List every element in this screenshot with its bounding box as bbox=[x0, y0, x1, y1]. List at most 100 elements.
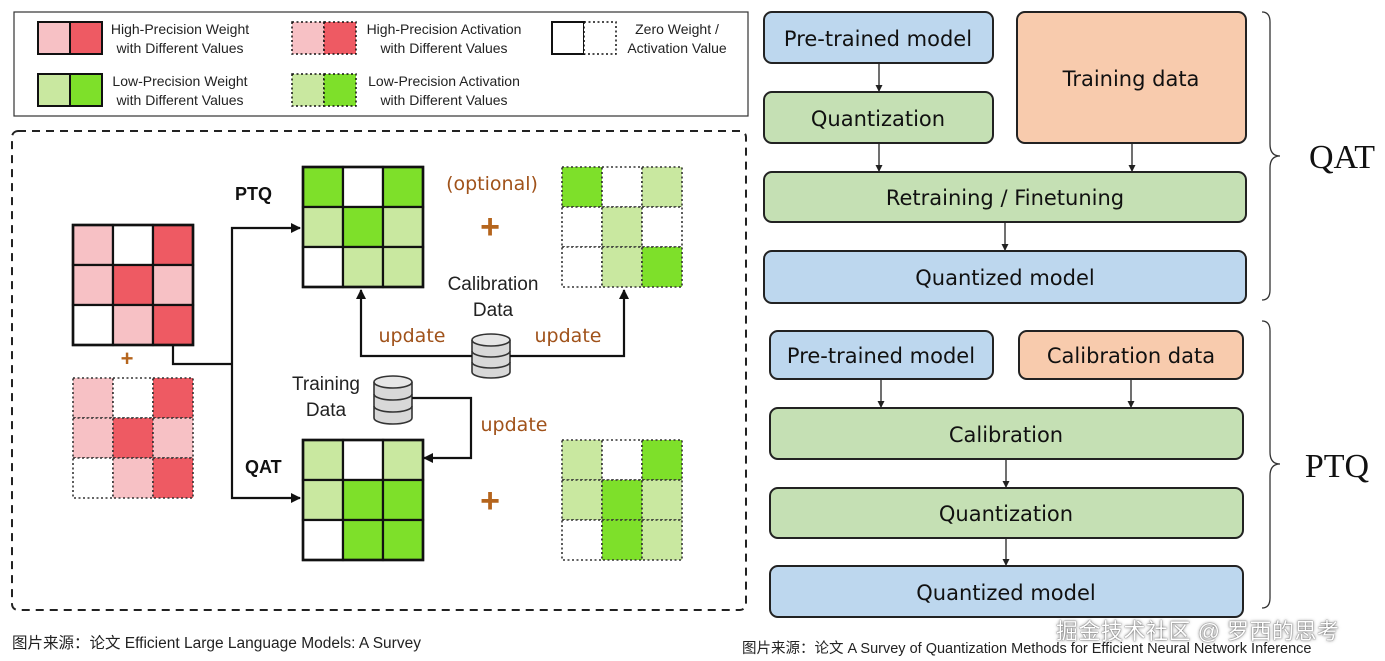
arrow-to-qat bbox=[230, 364, 301, 503]
legend-label-line1: Low-Precision Weight bbox=[112, 73, 247, 89]
matrix-cell bbox=[72, 377, 114, 419]
matrix-cell bbox=[152, 377, 194, 419]
matrix-cell bbox=[301, 478, 345, 522]
ptq-pretrained-box bbox=[769, 330, 994, 380]
update-label-ptq-weight: update bbox=[379, 325, 446, 347]
arrow-update-ptq-weight bbox=[356, 289, 472, 358]
matrix-cell bbox=[151, 263, 195, 307]
legend-swatch bbox=[37, 73, 71, 107]
matrix-border bbox=[301, 438, 425, 562]
matrix-cell bbox=[152, 457, 194, 499]
legend-label-line1: Zero Weight / bbox=[635, 21, 719, 37]
ptq-weight-matrix bbox=[301, 165, 425, 289]
training-data-label-1: Training bbox=[292, 374, 360, 395]
matrix-cell bbox=[341, 165, 385, 209]
qat-label: QAT bbox=[245, 457, 282, 477]
matrix-cell bbox=[641, 246, 683, 288]
matrices bbox=[71, 165, 683, 562]
matrix-cell bbox=[301, 165, 345, 209]
qat-brace bbox=[1261, 11, 1281, 301]
matrix-cell bbox=[561, 439, 603, 481]
qat-flow: Pre-trained model Training data Quantiza… bbox=[763, 11, 1375, 304]
matrix-cell bbox=[71, 303, 115, 347]
qat-pretrained-box bbox=[763, 11, 994, 64]
legend-item-hp-activation: High-Precision Activation with Different … bbox=[291, 21, 522, 56]
matrix-cell bbox=[601, 166, 643, 208]
legend-swatch bbox=[69, 73, 103, 107]
retraining-box bbox=[763, 171, 1247, 223]
matrix-cell bbox=[151, 223, 195, 267]
legend-item-hp-weight: High-Precision Weight with Different Valu… bbox=[37, 21, 249, 56]
legend-label-line1: High-Precision Activation bbox=[367, 21, 522, 37]
ptq-section-label: PTQ bbox=[1305, 448, 1369, 485]
matrix-cell bbox=[641, 479, 683, 521]
matrix-cell bbox=[341, 518, 385, 562]
retraining-text: Retraining / Finetuning bbox=[886, 186, 1124, 210]
left-caption: 图片来源：论文 Efficient Large Language Models:… bbox=[12, 635, 421, 652]
matrix-cell bbox=[601, 246, 643, 288]
ptq-quantized-box bbox=[769, 565, 1244, 618]
calibration-box bbox=[769, 407, 1244, 460]
legend-swatch bbox=[323, 21, 357, 55]
matrix-cell bbox=[561, 519, 603, 561]
matrix-cell bbox=[301, 518, 345, 562]
ptq-activation-matrix bbox=[561, 166, 683, 288]
matrix-cell bbox=[341, 245, 385, 289]
matrix-cell bbox=[341, 205, 385, 249]
legend-swatch bbox=[69, 21, 103, 55]
watermark: 掘金技术社区 @ 罗西的思考 bbox=[1056, 619, 1340, 644]
legend: High-Precision Weight with Different Valu… bbox=[37, 21, 727, 108]
legend-label-line1: High-Precision Weight bbox=[111, 21, 249, 37]
hp-weight-matrix bbox=[71, 223, 195, 347]
legend-swatch bbox=[37, 21, 71, 55]
arrow-to-ptq bbox=[230, 223, 301, 364]
ptq-quantization-box bbox=[769, 487, 1244, 539]
qat-section-label: QAT bbox=[1309, 139, 1375, 176]
legend-label-line2: with Different Values bbox=[379, 40, 507, 56]
matrix-cell bbox=[111, 263, 155, 307]
matrix-cell bbox=[71, 263, 115, 307]
matrix-cell bbox=[601, 439, 643, 481]
qat-quantization-text: Quantization bbox=[811, 107, 945, 131]
training-data-box bbox=[1016, 11, 1247, 144]
ptq-flow: Pre-trained model Calibration data Calib… bbox=[769, 320, 1369, 618]
ptq-pretrained-text: Pre-trained model bbox=[787, 344, 975, 368]
calibration-data-label-1: Calibration bbox=[448, 274, 539, 295]
legend-label-line2: with Different Values bbox=[379, 92, 507, 108]
matrix-cell bbox=[71, 223, 115, 267]
legend-swatch bbox=[323, 73, 357, 107]
matrix-cell bbox=[641, 206, 683, 248]
calibration-data-label-2: Data bbox=[473, 300, 514, 321]
matrix-cell bbox=[72, 457, 114, 499]
matrix-cell bbox=[112, 377, 154, 419]
matrix-cell bbox=[561, 206, 603, 248]
matrix-cell bbox=[381, 438, 425, 482]
matrix-cell bbox=[641, 166, 683, 208]
legend-label-line1: Low-Precision Activation bbox=[368, 73, 520, 89]
matrix-cell bbox=[381, 478, 425, 522]
legend-label-line2: with Different Values bbox=[115, 40, 243, 56]
legend-label-line2: Activation Value bbox=[627, 40, 727, 56]
left-diagram: High-Precision Weight with Different Valu… bbox=[11, 11, 749, 611]
matrix-cell bbox=[301, 205, 345, 249]
update-label-qat: update bbox=[481, 414, 548, 436]
training-data-text: Training data bbox=[1062, 67, 1200, 91]
matrix-cell bbox=[112, 457, 154, 499]
matrix-border bbox=[301, 165, 425, 289]
matrix-cell bbox=[561, 246, 603, 288]
matrix-cell bbox=[341, 438, 385, 482]
matrix-cell bbox=[381, 205, 425, 249]
matrix-cell bbox=[72, 417, 114, 459]
legend-swatch bbox=[291, 21, 325, 55]
right-caption: 图片来源：论文 A Survey of Quantization Methods… bbox=[742, 641, 1312, 657]
matrix-cell bbox=[301, 245, 345, 289]
training-data-label-2: Data bbox=[306, 400, 347, 421]
training-database-icon bbox=[373, 375, 413, 425]
calibration-data-box bbox=[1018, 330, 1244, 380]
ptq-label: PTQ bbox=[235, 184, 272, 204]
matrix-border bbox=[71, 223, 195, 347]
matrix-cell bbox=[641, 519, 683, 561]
matrix-cell bbox=[111, 223, 155, 267]
ptq-brace bbox=[1261, 320, 1281, 609]
